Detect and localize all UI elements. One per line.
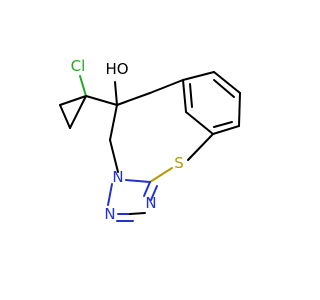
bond-benzene-3 <box>238 92 241 127</box>
atom-label-nitrogen: N <box>112 168 123 186</box>
bond-ring-c1-ch2b <box>109 104 118 141</box>
bond-cyclopropane-2 <box>59 104 71 129</box>
atom-label-nitrogen: N <box>104 205 115 223</box>
bond-benzene-inner-1 <box>213 79 235 98</box>
atom-label-chlorine: Cl <box>71 57 86 75</box>
bond-ring-ch2a-ar <box>149 79 184 94</box>
bond-c-oh <box>114 81 118 106</box>
bond-triazole-n1-n2 <box>107 183 113 206</box>
bond-cyclopropane-3 <box>69 95 87 129</box>
atom-label-nitrogen: N <box>145 194 156 212</box>
atom-labels: Cl HO S N N N <box>71 57 184 223</box>
bond-benzene-2 <box>213 71 241 94</box>
bond-triazole-c-n3-double <box>150 185 158 201</box>
molecule-structure-diagram: Cl HO S N N N <box>59 57 241 223</box>
bond-cyclopropane-1 <box>59 95 87 106</box>
bond-benzene-1 <box>182 71 215 81</box>
bond-triazole-n1-c <box>125 179 151 183</box>
bond-cyclopropyl-carbinol <box>85 95 118 106</box>
bond-benzene-6 <box>182 79 187 113</box>
bond-ring-ch2b-n <box>109 139 119 173</box>
bond-ring-c1-ch2a <box>116 92 151 106</box>
bond-benzene-inner-3 <box>189 83 193 108</box>
atom-label-hydroxyl: HO <box>105 60 128 78</box>
bond-benzene-5 <box>185 111 214 135</box>
bond-triazole-c-n3 <box>143 181 151 197</box>
bond-benzene-4 <box>212 125 240 135</box>
atom-label-sulfur: S <box>174 154 184 172</box>
bond-triazole-ch <box>129 212 146 215</box>
bond-ring-ar-s <box>187 133 214 161</box>
bond-ring-s-c <box>149 167 173 183</box>
bond-c-cl <box>79 75 87 97</box>
bond-benzene-inner-2 <box>213 121 233 128</box>
bond-lines <box>59 71 241 222</box>
